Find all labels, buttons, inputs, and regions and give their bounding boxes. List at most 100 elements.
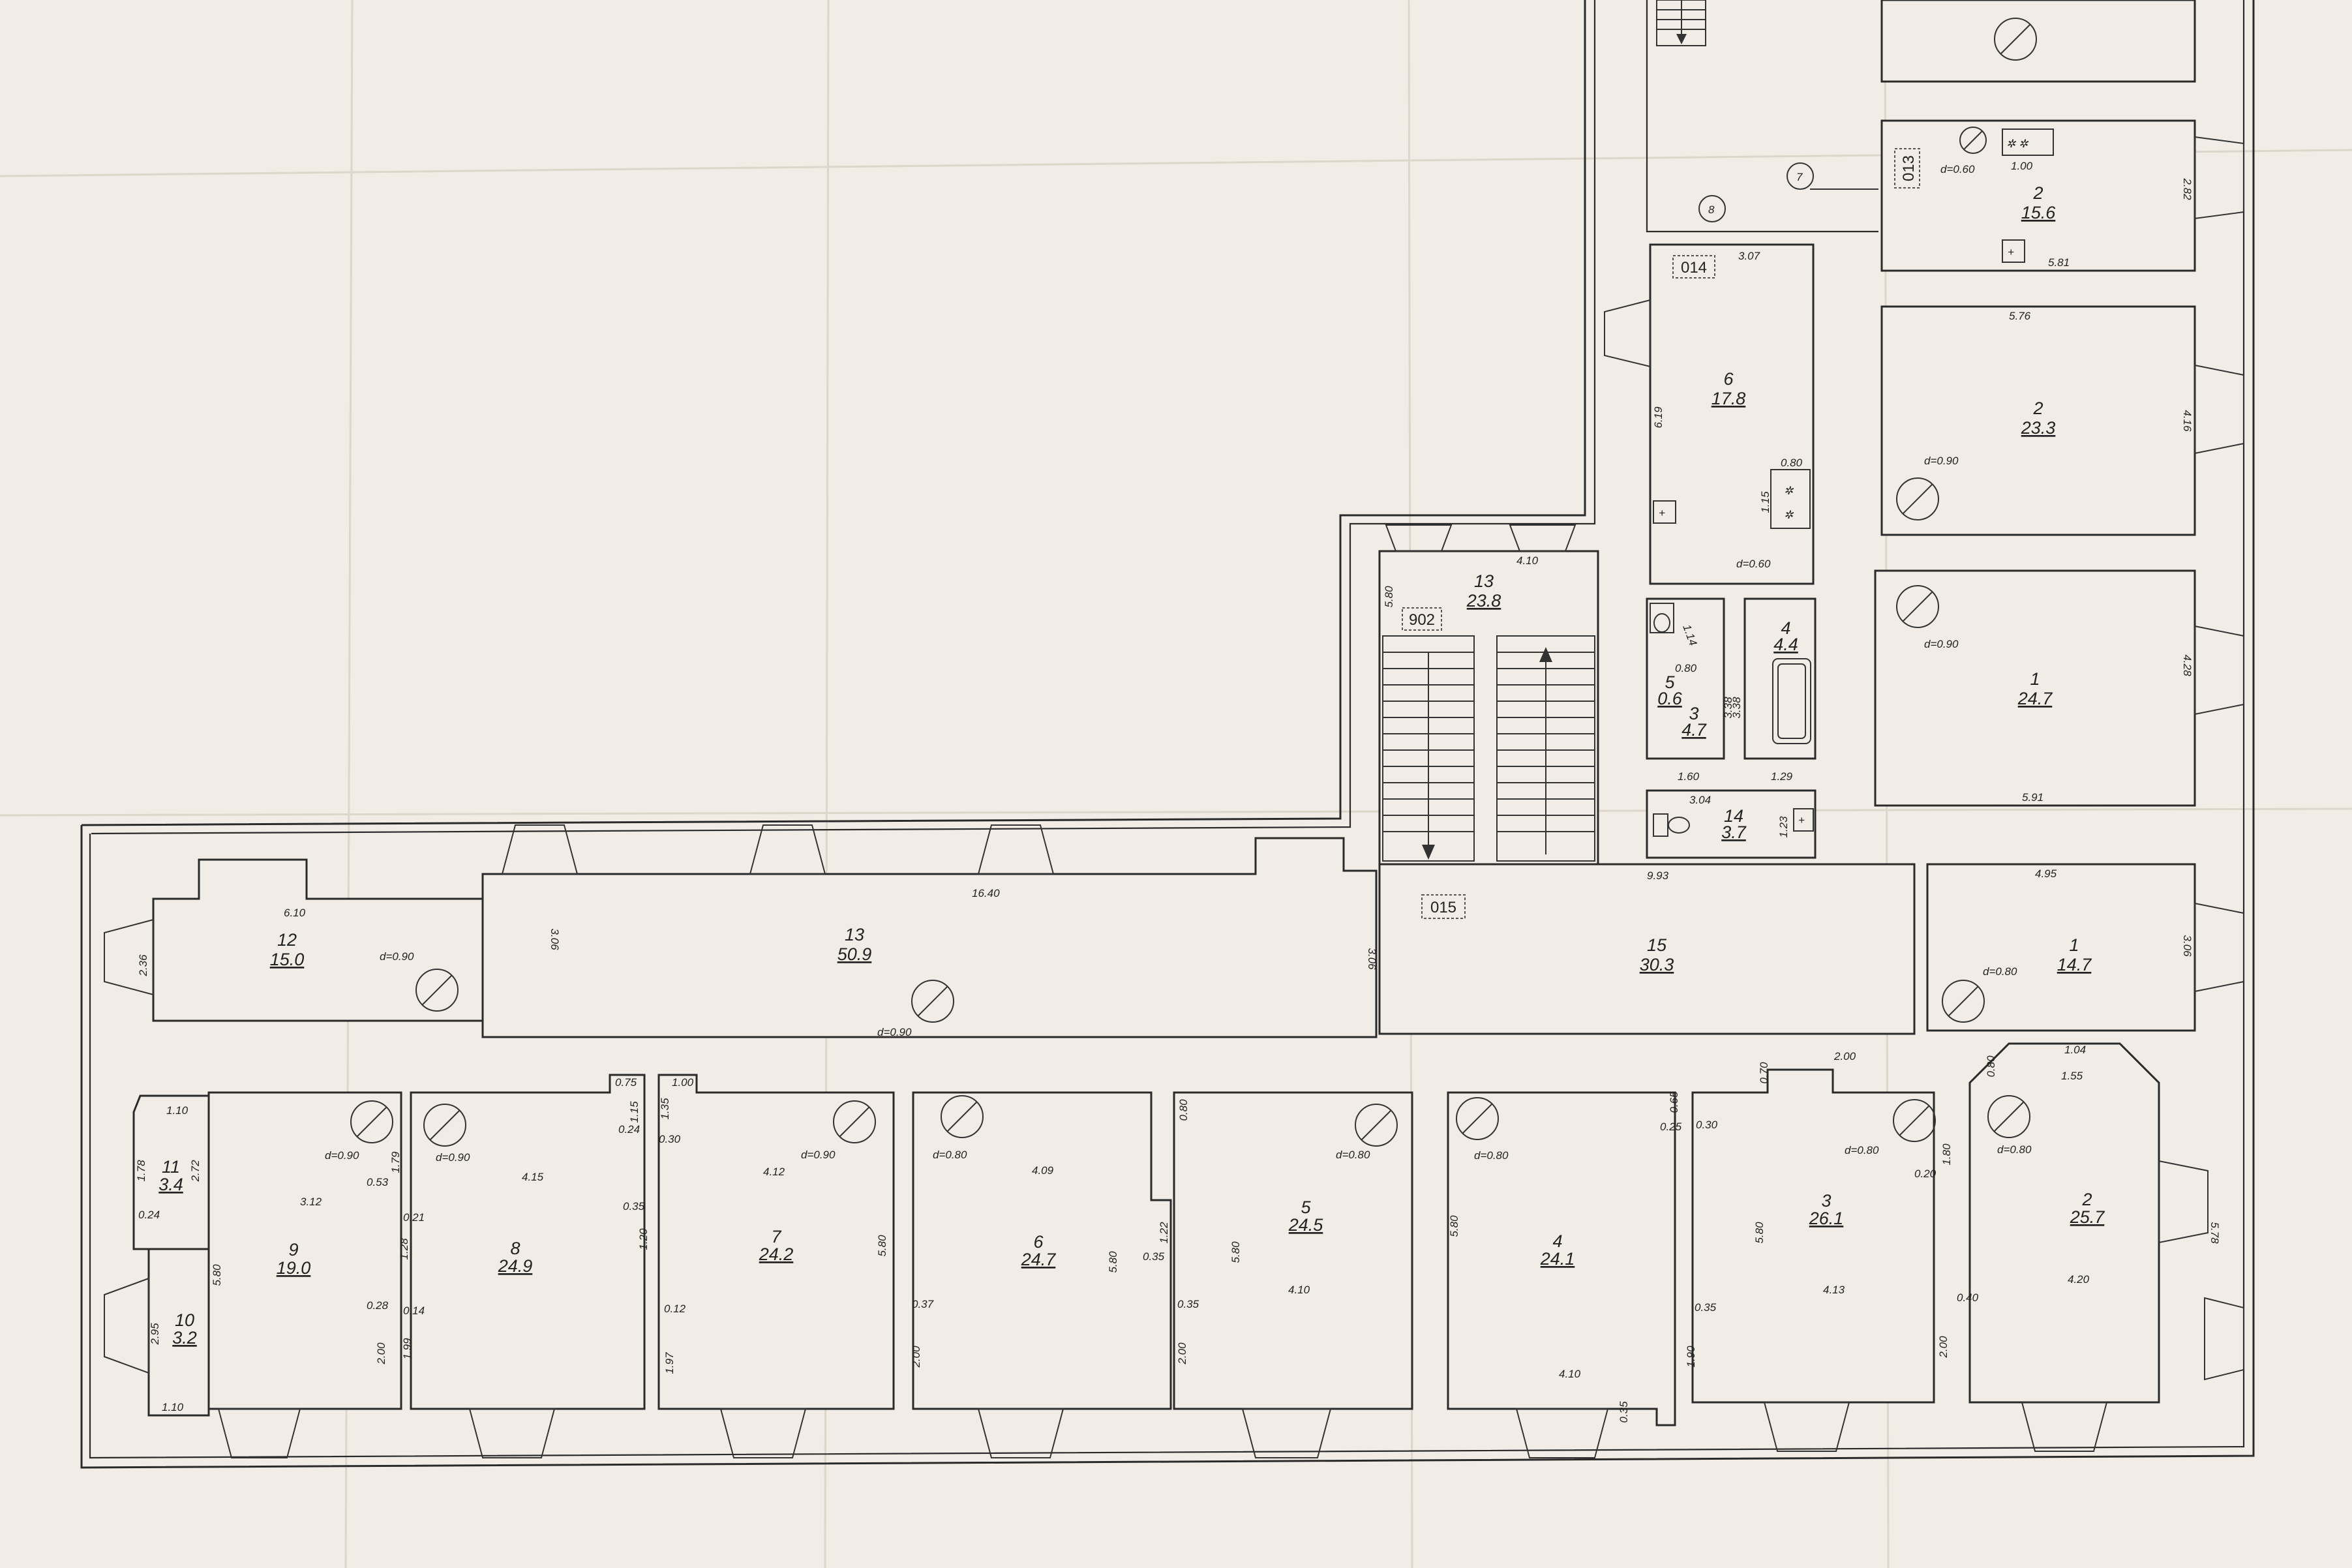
dimension: 0.70	[1758, 1062, 1770, 1084]
room-number: 2	[2032, 399, 2043, 418]
dimension: 6.10	[284, 907, 306, 919]
stove-icon	[833, 1100, 876, 1143]
stove-diameter: d=0.60	[1940, 163, 1975, 175]
room-area: 24.2	[759, 1244, 794, 1264]
dimension: 2.00	[910, 1346, 922, 1368]
sink-icon: ✲✲	[1770, 469, 1811, 529]
room-number: 2	[2032, 183, 2043, 203]
room-number: 14	[1724, 806, 1743, 826]
stove-diameter: d=0.60	[1736, 558, 1771, 570]
dimension: 6.19	[1652, 406, 1665, 429]
stove-icon	[1355, 1104, 1398, 1147]
dimension: 1.80	[1940, 1143, 1953, 1166]
room-area: 3.7	[1721, 822, 1747, 842]
room-number: 4	[1781, 618, 1790, 638]
room-6-north: 6 17.8 3.07 6.19 0.80 1.15 d=0.60 014 ✲✲…	[1649, 243, 1815, 585]
room-area: 14.7	[2057, 955, 2092, 974]
room-area: 17.8	[1711, 389, 1746, 408]
stove-icon	[1987, 1095, 2030, 1138]
section-tag: 902	[1409, 611, 1435, 629]
dimension: 1.20	[637, 1228, 650, 1250]
room-upper	[1880, 0, 2196, 83]
stove-icon	[1994, 18, 2037, 61]
stove-diameter: d=0.80	[1997, 1143, 2032, 1156]
dimension: 1.10	[162, 1401, 184, 1413]
dimension: 3.12	[300, 1196, 322, 1208]
dimension: 3.07	[1738, 250, 1760, 262]
dimension: 3.06	[2181, 935, 2194, 957]
sink-icon: ✲ ✲	[2002, 128, 2054, 156]
dimension: 4.95	[2035, 867, 2057, 880]
room-11: 1.10 1.78 2.72 11 3.4 0.24	[132, 1094, 210, 1250]
stove-icon	[1942, 980, 1985, 1023]
room-area: 50.9	[837, 944, 872, 964]
stove-diameter: d=0.90	[1924, 638, 1959, 650]
dimension: 0.80	[1177, 1099, 1190, 1121]
dimension: 2.00	[1833, 1050, 1856, 1063]
room-area: 3.4	[158, 1175, 183, 1194]
dimension: 1.23	[1777, 816, 1790, 838]
section-tag: 013	[1900, 155, 1918, 181]
socket-icon: +	[2002, 239, 2025, 263]
dimension: 4.10	[1516, 554, 1539, 567]
svg-text:8: 8	[1708, 204, 1715, 216]
dimension: 5.80	[876, 1235, 888, 1257]
dimension: 4.09	[1032, 1164, 1054, 1177]
room-area: 24.7	[2017, 689, 2053, 708]
dimension: 0.80	[1675, 662, 1697, 674]
room-area: 4.7	[1681, 720, 1707, 740]
dimension: 2.82	[2181, 177, 2194, 200]
stove-icon	[415, 969, 459, 1012]
dimension: 4.15	[522, 1171, 544, 1183]
stove-icon	[911, 980, 954, 1023]
dimension: 0.65	[1668, 1091, 1680, 1113]
room-number: 3	[1821, 1191, 1831, 1211]
dimension: 0.14	[403, 1304, 425, 1317]
section-tag: 014	[1681, 259, 1707, 277]
socket-icon: +	[1793, 808, 1814, 832]
dimension: 9.93	[1647, 869, 1669, 882]
dimension: 5.80	[211, 1264, 223, 1286]
dimension: 3.38	[1730, 697, 1743, 719]
section-tag: 015	[1430, 899, 1456, 916]
dimension: 5.76	[2009, 310, 2031, 322]
dimension: 1.00	[2011, 160, 2033, 172]
outer-walls	[80, 0, 2255, 1469]
dimension: 0.80	[1985, 1055, 1997, 1078]
stove-icon	[1896, 585, 1939, 628]
dimension: 5.81	[2048, 256, 2070, 269]
room-number: 13	[845, 925, 864, 944]
room-area: 3.2	[172, 1328, 197, 1348]
dimension: 0.21	[403, 1211, 425, 1224]
dimension: 2.00	[1937, 1336, 1950, 1359]
dimension: 4.10	[1559, 1368, 1581, 1380]
room-area: 24.1	[1540, 1249, 1575, 1269]
dimension: 16.40	[972, 887, 1000, 899]
room-number: 3	[1689, 704, 1698, 723]
room-number: 5	[1301, 1198, 1311, 1217]
dimension: 5.78	[2209, 1222, 2221, 1244]
stove-diameter: d=0.90	[1924, 455, 1959, 467]
dimension: 1.04	[2064, 1044, 2086, 1056]
room-number: 5	[1665, 672, 1675, 692]
dimension: 1.99	[401, 1338, 414, 1360]
dimension: 1.29	[1771, 770, 1793, 783]
room-area: 19.0	[277, 1258, 311, 1278]
dimension: 0.75	[615, 1076, 637, 1089]
dimension: 0.35	[623, 1200, 645, 1213]
dimension: 3.06	[1366, 948, 1378, 970]
room-number: 1	[2069, 935, 2079, 955]
dimension: 0.24	[618, 1123, 640, 1136]
dimension: 1.35	[659, 1098, 671, 1120]
dimension: 2.95	[149, 1323, 161, 1346]
room-area: 0.6	[1657, 689, 1683, 708]
stove-diameter: d=0.80	[1845, 1144, 1879, 1156]
room-number: 6	[1033, 1232, 1044, 1252]
room-area: 24.5	[1288, 1215, 1324, 1235]
dimension: 3.06	[549, 928, 561, 950]
stove-icon	[941, 1095, 984, 1138]
room-number: 12	[277, 930, 297, 950]
room-number: 6	[1723, 369, 1734, 389]
dimension: 0.40	[1957, 1291, 1979, 1304]
entry-corridor: 7 8	[1646, 0, 1878, 233]
